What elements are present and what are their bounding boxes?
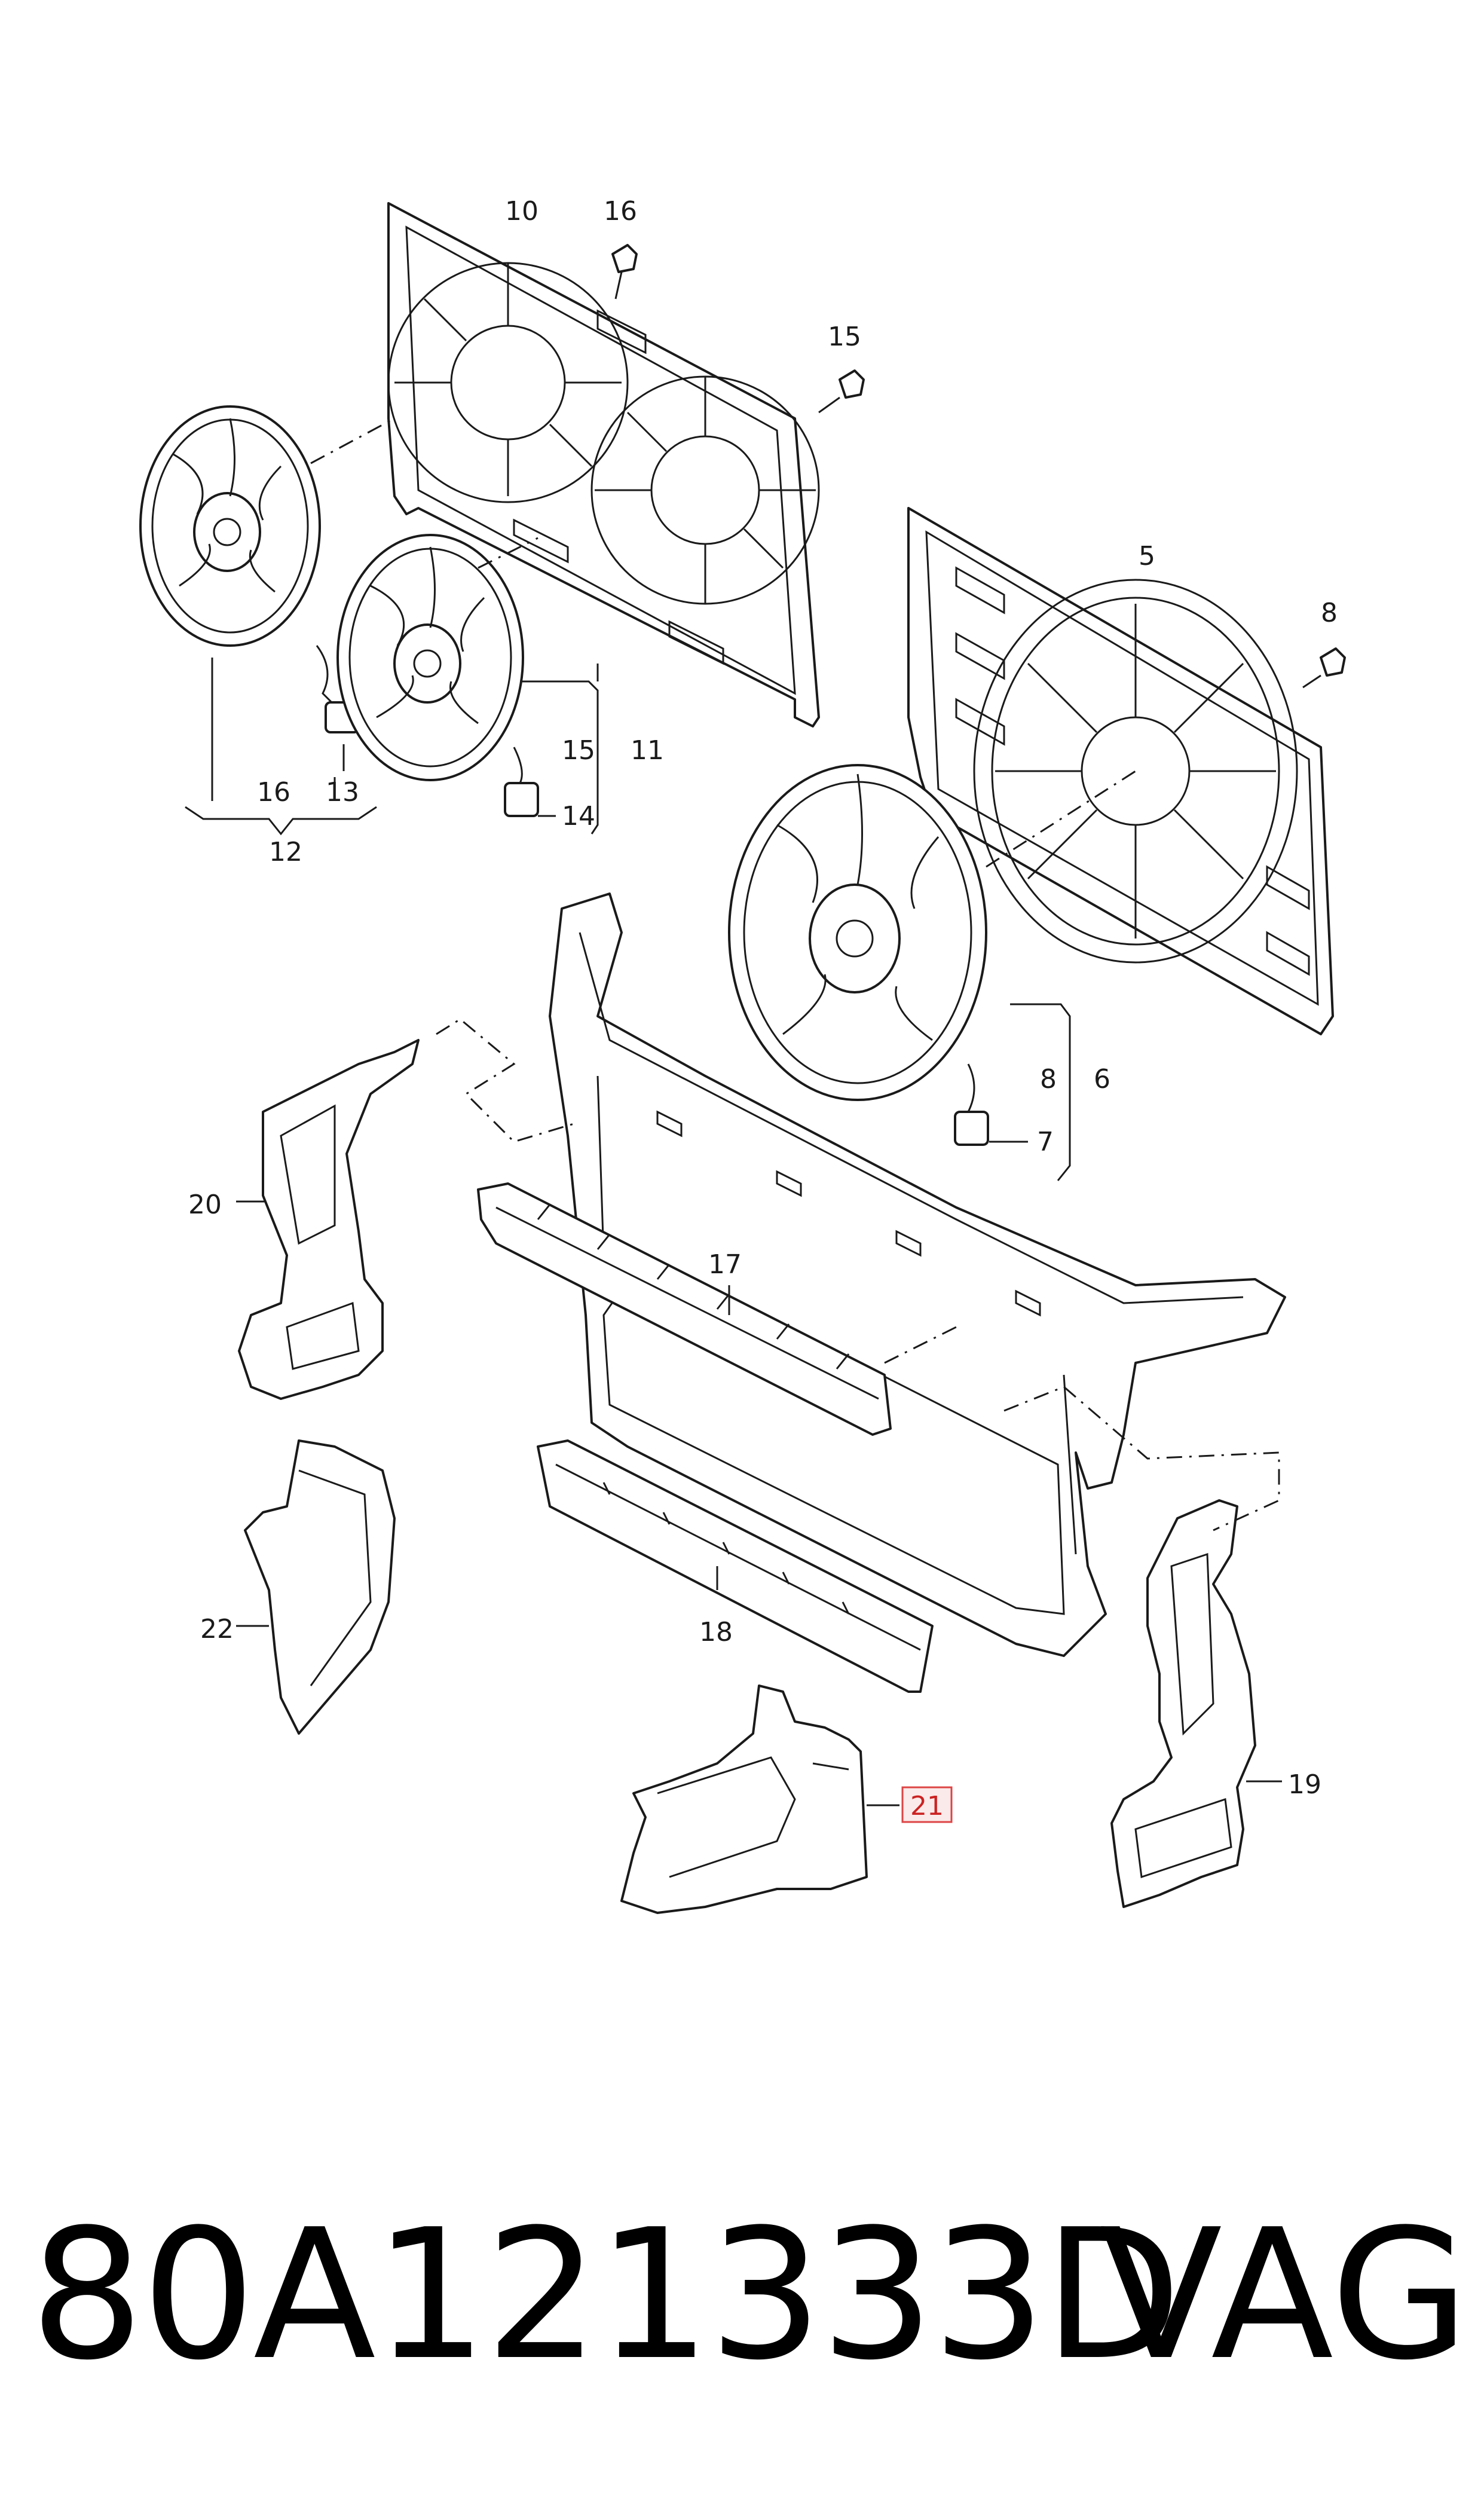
callout-14: 14 (562, 801, 595, 831)
callout-10: 10 (505, 196, 538, 227)
callout-5: 5 (1139, 541, 1155, 571)
fan-6 (728, 764, 989, 1146)
callout-18: 18 (699, 1617, 733, 1647)
air-duct-19 (1110, 1499, 1256, 1908)
air-duct-21 (620, 1685, 868, 1914)
fan-12 (139, 405, 360, 733)
leader-lines (185, 658, 1282, 1806)
screw-16 (611, 244, 638, 299)
callout-8: 8 (1040, 1064, 1057, 1095)
footer: 80A121333D VAG (0, 2176, 1484, 2427)
upper-air-guide-17 (477, 1182, 892, 1436)
callout-16-top: 16 (604, 196, 637, 227)
brand-label: VAG (1100, 2191, 1470, 2399)
callout-22: 22 (200, 1614, 234, 1644)
lower-air-guide-18 (537, 1439, 934, 1693)
callout-20: 20 (188, 1190, 222, 1220)
callout-16: 16 (257, 777, 290, 808)
assembly-lines (310, 417, 1280, 1531)
callout-17: 17 (708, 1249, 742, 1280)
callout-11: 11 (631, 735, 664, 766)
callout-19: 19 (1288, 1769, 1321, 1800)
callout-8-top: 8 (1321, 598, 1338, 628)
callouts: 10 16 15 5 8 15 11 16 13 14 12 8 6 7 20 … (188, 196, 1338, 1823)
fan-11 (336, 534, 539, 817)
part-number: 80A121333D (30, 2191, 1182, 2399)
callout-7: 7 (1037, 1127, 1054, 1157)
screw-15 (818, 369, 865, 414)
screw-8 (1302, 647, 1346, 689)
callout-13: 13 (326, 777, 359, 808)
single-fan-shroud (907, 507, 1334, 1035)
callout-21-highlight-box (901, 1786, 953, 1823)
air-duct-22 (244, 1439, 396, 1735)
twin-fan-shroud (387, 202, 820, 727)
callout-12: 12 (269, 837, 302, 867)
callout-6: 6 (1094, 1064, 1110, 1095)
callout-15-top: 15 (828, 322, 861, 352)
callout-21: 21 (910, 1791, 944, 1821)
air-duct-20 (238, 1039, 420, 1400)
callout-15: 15 (562, 735, 595, 766)
